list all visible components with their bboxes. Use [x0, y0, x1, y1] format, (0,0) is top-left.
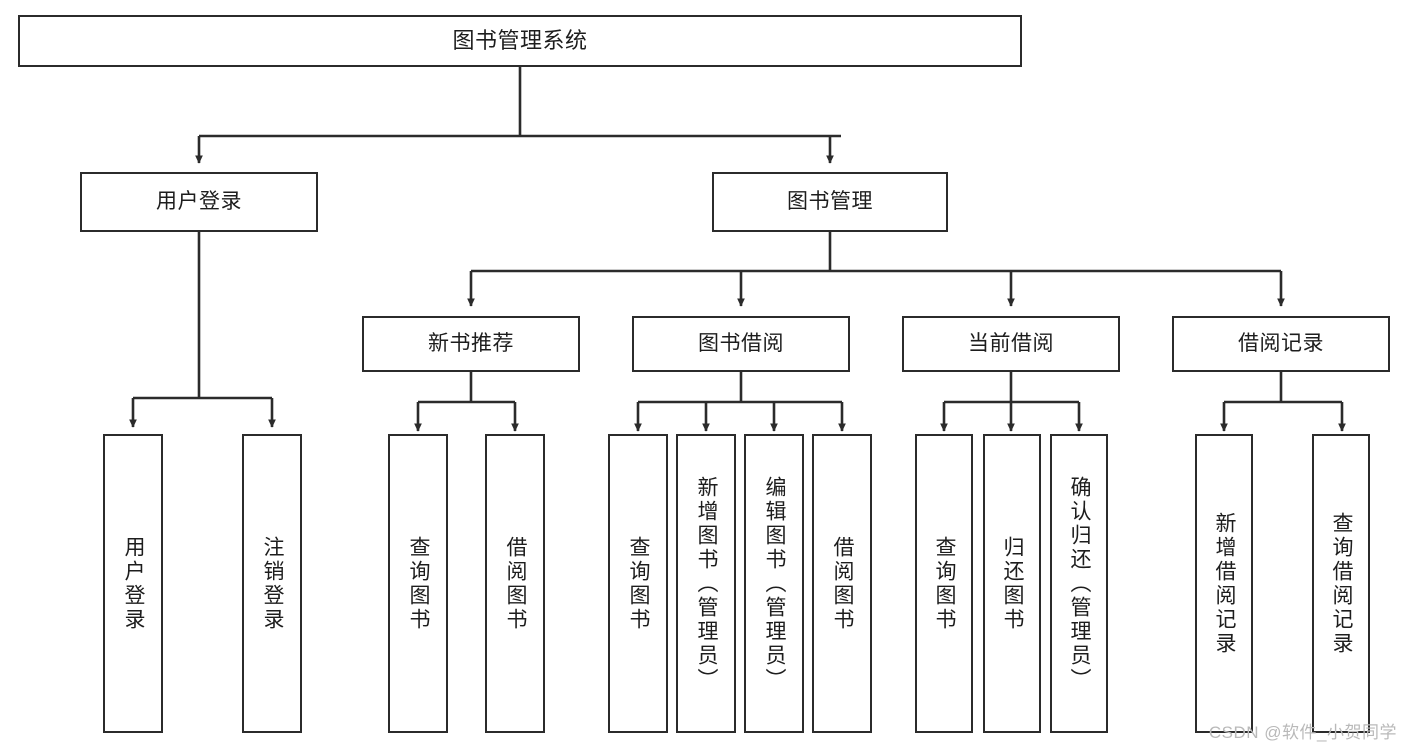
node-leaf-borrow-book-2[interactable]: 借阅图书 [812, 434, 872, 733]
node-leaf-logout[interactable]: 注销登录 [242, 434, 302, 733]
node-leaf-confirm-return-label: 确认归还（管理员） [1068, 475, 1091, 692]
node-leaf-query-record[interactable]: 查询借阅记录 [1312, 434, 1370, 733]
node-book-manage-label: 图书管理 [787, 190, 873, 214]
node-leaf-edit-book[interactable]: 编辑图书（管理员） [744, 434, 804, 733]
node-new-book-recommend[interactable]: 新书推荐 [362, 316, 580, 372]
node-borrow-record-label: 借阅记录 [1238, 332, 1324, 356]
node-leaf-query-book-1[interactable]: 查询图书 [388, 434, 448, 733]
node-book-borrow[interactable]: 图书借阅 [632, 316, 850, 372]
node-leaf-user-login[interactable]: 用户登录 [103, 434, 163, 733]
node-leaf-user-login-label: 用户登录 [122, 535, 145, 632]
node-leaf-query-book-3-label: 查询图书 [933, 535, 956, 632]
node-new-book-recommend-label: 新书推荐 [428, 332, 514, 356]
node-leaf-borrow-book-1[interactable]: 借阅图书 [485, 434, 545, 733]
node-current-borrow-label: 当前借阅 [968, 332, 1054, 356]
watermark: CSDN @软件_小贺同学 [1208, 723, 1397, 742]
node-leaf-add-record-label: 新增借阅记录 [1213, 511, 1236, 656]
node-leaf-edit-book-label: 编辑图书（管理员） [763, 475, 786, 692]
node-leaf-logout-label: 注销登录 [261, 535, 284, 632]
node-leaf-add-book-label: 新增图书（管理员） [695, 475, 718, 692]
node-borrow-record[interactable]: 借阅记录 [1172, 316, 1390, 372]
node-leaf-query-record-label: 查询借阅记录 [1330, 511, 1353, 656]
node-user-login-label: 用户登录 [156, 190, 242, 214]
node-leaf-confirm-return[interactable]: 确认归还（管理员） [1050, 434, 1108, 733]
node-current-borrow[interactable]: 当前借阅 [902, 316, 1120, 372]
node-leaf-borrow-book-1-label: 借阅图书 [504, 535, 527, 632]
node-root-label: 图书管理系统 [452, 27, 588, 53]
node-book-borrow-label: 图书借阅 [698, 332, 784, 356]
node-user-login[interactable]: 用户登录 [80, 172, 318, 232]
node-leaf-borrow-book-2-label: 借阅图书 [831, 535, 854, 632]
node-leaf-add-book[interactable]: 新增图书（管理员） [676, 434, 736, 733]
node-leaf-query-book-3[interactable]: 查询图书 [915, 434, 973, 733]
node-leaf-return-book[interactable]: 归还图书 [983, 434, 1041, 733]
node-leaf-query-book-2[interactable]: 查询图书 [608, 434, 668, 733]
node-root[interactable]: 图书管理系统 [18, 15, 1022, 67]
node-book-manage[interactable]: 图书管理 [712, 172, 948, 232]
node-leaf-return-book-label: 归还图书 [1001, 535, 1024, 632]
node-leaf-query-book-1-label: 查询图书 [407, 535, 430, 632]
node-leaf-add-record[interactable]: 新增借阅记录 [1195, 434, 1253, 733]
node-leaf-query-book-2-label: 查询图书 [627, 535, 650, 632]
